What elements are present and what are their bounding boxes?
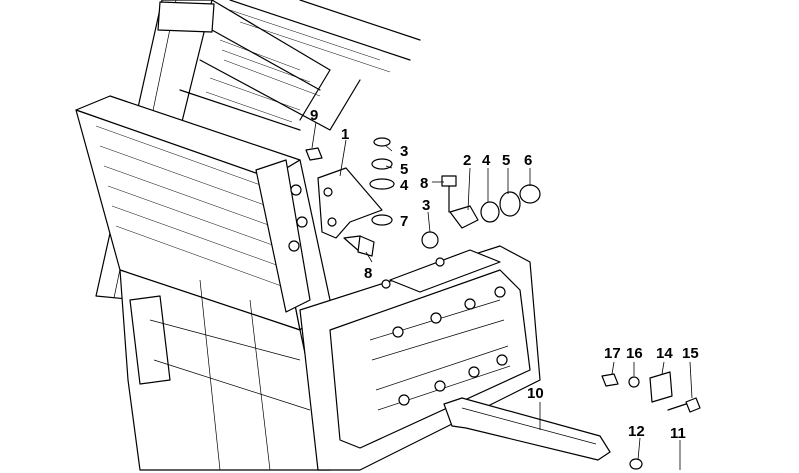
- callout-8: 8: [420, 175, 428, 192]
- leader-lines: [311, 121, 693, 470]
- part-16-washer: [628, 376, 640, 388]
- part-10-bracket: [443, 397, 611, 461]
- part-8-bolt-lower: [343, 235, 375, 257]
- callout-4: 4: [482, 152, 491, 169]
- part-8-bolt-upper: [441, 175, 457, 213]
- part-1-bracket: [317, 167, 383, 239]
- callout-7: 7: [400, 213, 408, 230]
- callout-11: 11: [670, 425, 686, 442]
- callout-labels: 9 1 3 5 4 8 7 3 2 4 5 6 8 10 12 11 17 16…: [310, 107, 699, 442]
- part-12-washer: [629, 458, 643, 470]
- part-15-bolt: [667, 397, 701, 413]
- callout-2: 2: [463, 152, 471, 169]
- part-14-clamp: [649, 371, 673, 403]
- callout-5: 5: [502, 152, 510, 169]
- callout-15: 15: [682, 345, 699, 362]
- callout-3: 3: [422, 197, 430, 214]
- engine-block: [119, 245, 541, 471]
- callout-3: 3: [400, 143, 408, 160]
- callout-12: 12: [628, 423, 645, 440]
- callout-17: 17: [604, 345, 621, 362]
- callout-6: 6: [524, 152, 532, 169]
- callout-1: 1: [341, 126, 349, 143]
- callout-14: 14: [656, 345, 673, 362]
- part-17-nut: [601, 373, 619, 387]
- callout-5: 5: [400, 161, 408, 178]
- part-9-nut: [305, 147, 323, 161]
- callout-16: 16: [626, 345, 643, 362]
- callout-10: 10: [527, 385, 544, 402]
- part-stack-3-2-4-5-6: [421, 184, 541, 249]
- frame-structure: [75, 0, 421, 331]
- callout-4: 4: [400, 177, 409, 194]
- callout-9: 9: [310, 107, 318, 124]
- callout-8: 8: [364, 265, 372, 282]
